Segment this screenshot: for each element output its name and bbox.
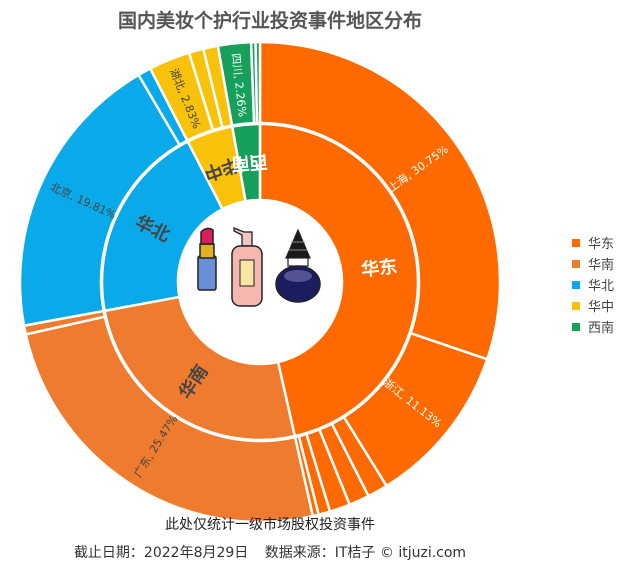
- chart-footer: 截止日期：2022年8月29日 数据来源：IT桔子 © itjuzi.com: [0, 542, 540, 562]
- province-slice-4-2: [254, 40, 262, 125]
- legend-swatch: [572, 238, 580, 247]
- legend-swatch: [572, 259, 580, 268]
- legend-label: 华东: [588, 237, 615, 252]
- legend-swatch: [572, 280, 580, 289]
- legend-item-4[interactable]: 西南: [572, 316, 614, 337]
- lipstick-icon: [197, 227, 217, 291]
- province-slice-0-0: [258, 40, 502, 361]
- nail-polish-icon: [275, 228, 321, 303]
- legend-label: 华北: [588, 279, 615, 294]
- region-label-4: 西南: [231, 150, 269, 175]
- province-slice-1-0: [24, 315, 315, 524]
- chart-slices: [18, 40, 502, 524]
- legend-swatch: [572, 301, 580, 310]
- legend-item-2[interactable]: 华北: [572, 274, 614, 295]
- footer-source: 数据来源：IT桔子 © itjuzi.com: [264, 545, 467, 561]
- legend-label: 华南: [588, 258, 615, 273]
- chart-legend: 华东华南华北华中西南: [572, 232, 614, 337]
- chart-note: 此处仅统计一级市场股权投资事件: [165, 517, 375, 533]
- legend-swatch: [572, 322, 580, 331]
- legend-item-3[interactable]: 华中: [572, 295, 614, 316]
- legend-item-0[interactable]: 华东: [572, 232, 614, 253]
- center-icons: [197, 227, 321, 307]
- legend-item-1[interactable]: 华南: [572, 253, 614, 274]
- footer-date: 截止日期：2022年8月29日: [73, 545, 249, 561]
- region-label-0: 华东: [360, 255, 398, 281]
- legend-label: 华中: [588, 300, 615, 315]
- legend-label: 西南: [588, 321, 615, 336]
- chart-title: 国内美妆个护行业投资事件地区分布: [117, 10, 422, 32]
- lotion-bottle-icon: [231, 227, 263, 307]
